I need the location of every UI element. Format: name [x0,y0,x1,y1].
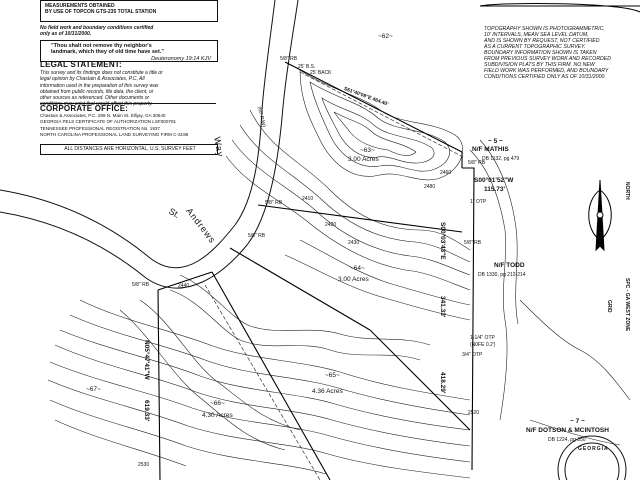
legal-line: conditions may exist that would affect t… [40,101,153,108]
lot-63-label: ~63~ [360,147,375,154]
legal-line: other sources as referenced. Other docum… [40,95,150,102]
note-line: conditions certified only as of 10/31/20… [484,74,606,80]
distance-115-label: 115.73' [484,186,506,193]
legend-divider [40,103,216,104]
setback-label-1: 25' B.S. [298,64,316,70]
corporate-office: CORPORATE OFFICE: Chastain & Associates,… [40,104,216,138]
legal-line: This survey and its findings does not co… [40,70,163,77]
corp-line: GEORGIA PELS CERTIFICATE OF AUTHORIZATIO… [40,119,177,125]
bearing-right-label: S00°03'43"E [439,222,446,260]
distance-619-label: 619.33' [143,400,150,422]
contour-label: 2420 [325,222,337,228]
rebar-label: 5/8" RB [280,56,298,62]
lot-66-area: 4.30 Acres [202,412,233,419]
note-line: 10' intervals, mean sea level datum, [484,32,589,38]
lot-62-label: ~62~ [378,33,393,40]
mathis-deed: DB 1132, pg 479 [482,156,520,162]
lot-boundaries [157,61,475,480]
grid-label: GRID [606,300,612,313]
lot-63-area: 3.00 Acres [348,156,379,163]
instrument-line-2: BY USE OF TOPCON GTS-235 TOTAL STATION [45,9,157,16]
quote-line-2: landmark, which they of old time have se… [51,49,164,56]
legal-statement: LEGAL STATEMENT: This survey and its fin… [40,60,216,108]
legal-line: information used in the preparation of t… [40,82,159,89]
lot-65-area: 4.36 Acres [312,388,343,395]
note-line: and is shown by request, not certified [484,38,600,44]
iron-pin-label-4: 1" OTP [470,199,487,205]
road-st-andrews-way [0,0,299,289]
north-arrow-icon [588,179,612,252]
dotson-owner: N/F DOTSON & MCINTOSH [526,427,609,434]
rebar-label: 5/8" RB [468,160,486,166]
corp-line: TENNESSEE PROFESSIONAL REGISTRATION No. … [40,125,160,131]
lot-5-label: ~ 5 ~ [488,138,503,145]
distances-note-box: ALL DISTANCES ARE HORIZONTAL, U.S. SURVE… [40,144,218,155]
distance-341-label: 341.33' [439,296,446,318]
lot-7-label: ~ 7 ~ [570,418,585,425]
field-note: No field work and boundary conditions ce… [40,25,216,37]
dotson-deed: DB 1224, pg 350 [548,437,586,443]
seal-label: GEORGIA [578,446,609,452]
setback-lines [204,71,466,480]
note-line: Boundary information shown is taken [484,50,597,56]
rebar-label: 5/8" RB [132,282,150,288]
lot-67-label: ~67~ [86,386,101,393]
corp-line: Chastain & Associates, P.C. 288 N. Main … [40,113,166,119]
note-line: Topography shown is photogrammetric, [484,26,605,32]
notes-frame [479,3,640,13]
contour-label: 2520 [468,410,480,416]
lot-64-label: ~64~ [350,265,365,272]
note-line: subdivision plats by this firm. No new [484,62,595,68]
rebar-label: 5/8" RB [265,200,283,206]
bearing-s00-label: S00°01'52"W [474,177,514,184]
quote-box: "Thou shalt not remove thy neighbor's la… [40,40,218,62]
bearing-left-label: N05°47'41"W [143,340,150,380]
topography-notes: Topography shown is photogrammetric, 10'… [484,26,634,80]
corp-line: NORTH CAROLINA PROFESSIONAL LAND SURVEYI… [40,131,189,137]
corporate-office-title: CORPORATE OFFICE: [40,104,129,113]
rebar-label: 5/8" RB [464,240,482,246]
quote-line-1: "Thou shalt not remove thy neighbor's [51,43,152,49]
iron-pin-label-2: (N0FE 0.2') [470,342,496,348]
distance-418-label: 418.29' [439,372,446,394]
contour-label: 2460 [440,170,452,176]
field-note-line-1: No field work and boundary conditions ce… [40,25,154,31]
note-line: field work was performed, and boundary [484,68,609,74]
note-line: as a current topographic survey. [484,44,586,50]
todd-deed: DB 1330, pg 213-214 [478,272,526,278]
note-line: from previous survey work and recorded [484,56,612,62]
lot-65-label: ~65~ [325,372,340,379]
contour-label: 2480 [424,184,436,190]
contour-label: 2440 [178,283,190,289]
legal-line: legal opinion by Chastain & Associates, … [40,76,145,83]
lot-64-area: 3.00 Acres [338,276,369,283]
lot-66-label: ~66~ [210,400,225,407]
contour-label: 2530 [138,462,150,468]
quote-reference: Deuteronomy 19:14 KJV [151,55,211,62]
todd-owner: N/F TODD [494,262,525,269]
mathis-owner: N/F MATHIS [472,146,509,153]
iron-pin-label-1: 1-1/4" OTP [470,335,495,341]
iron-pin-label-3: 3/4" OTP [462,352,483,358]
instrument-line-1: MEASUREMENTS OBTAINED [45,3,115,9]
setback-label-2: 25' BACK [310,70,332,76]
surveyor-seal-icon [557,435,627,480]
legal-statement-title: LEGAL STATEMENT: [40,60,122,69]
contour-label: 2410 [302,196,314,202]
legal-line: obtained from public records, file data,… [40,88,154,95]
spc-zone-label: SPC - GA WEST ZONE [624,278,630,332]
contour-label: 2430 [348,240,360,246]
rebar-label: 5/8" RB [248,233,266,239]
field-note-line-2: only as of 10/31/2000. [40,31,92,38]
distances-note: ALL DISTANCES ARE HORIZONTAL, U.S. SURVE… [64,146,196,152]
north-label: NORTH [624,182,630,200]
instrument-box: MEASUREMENTS OBTAINED BY USE OF TOPCON G… [40,0,218,22]
topo-contours [47,69,631,479]
